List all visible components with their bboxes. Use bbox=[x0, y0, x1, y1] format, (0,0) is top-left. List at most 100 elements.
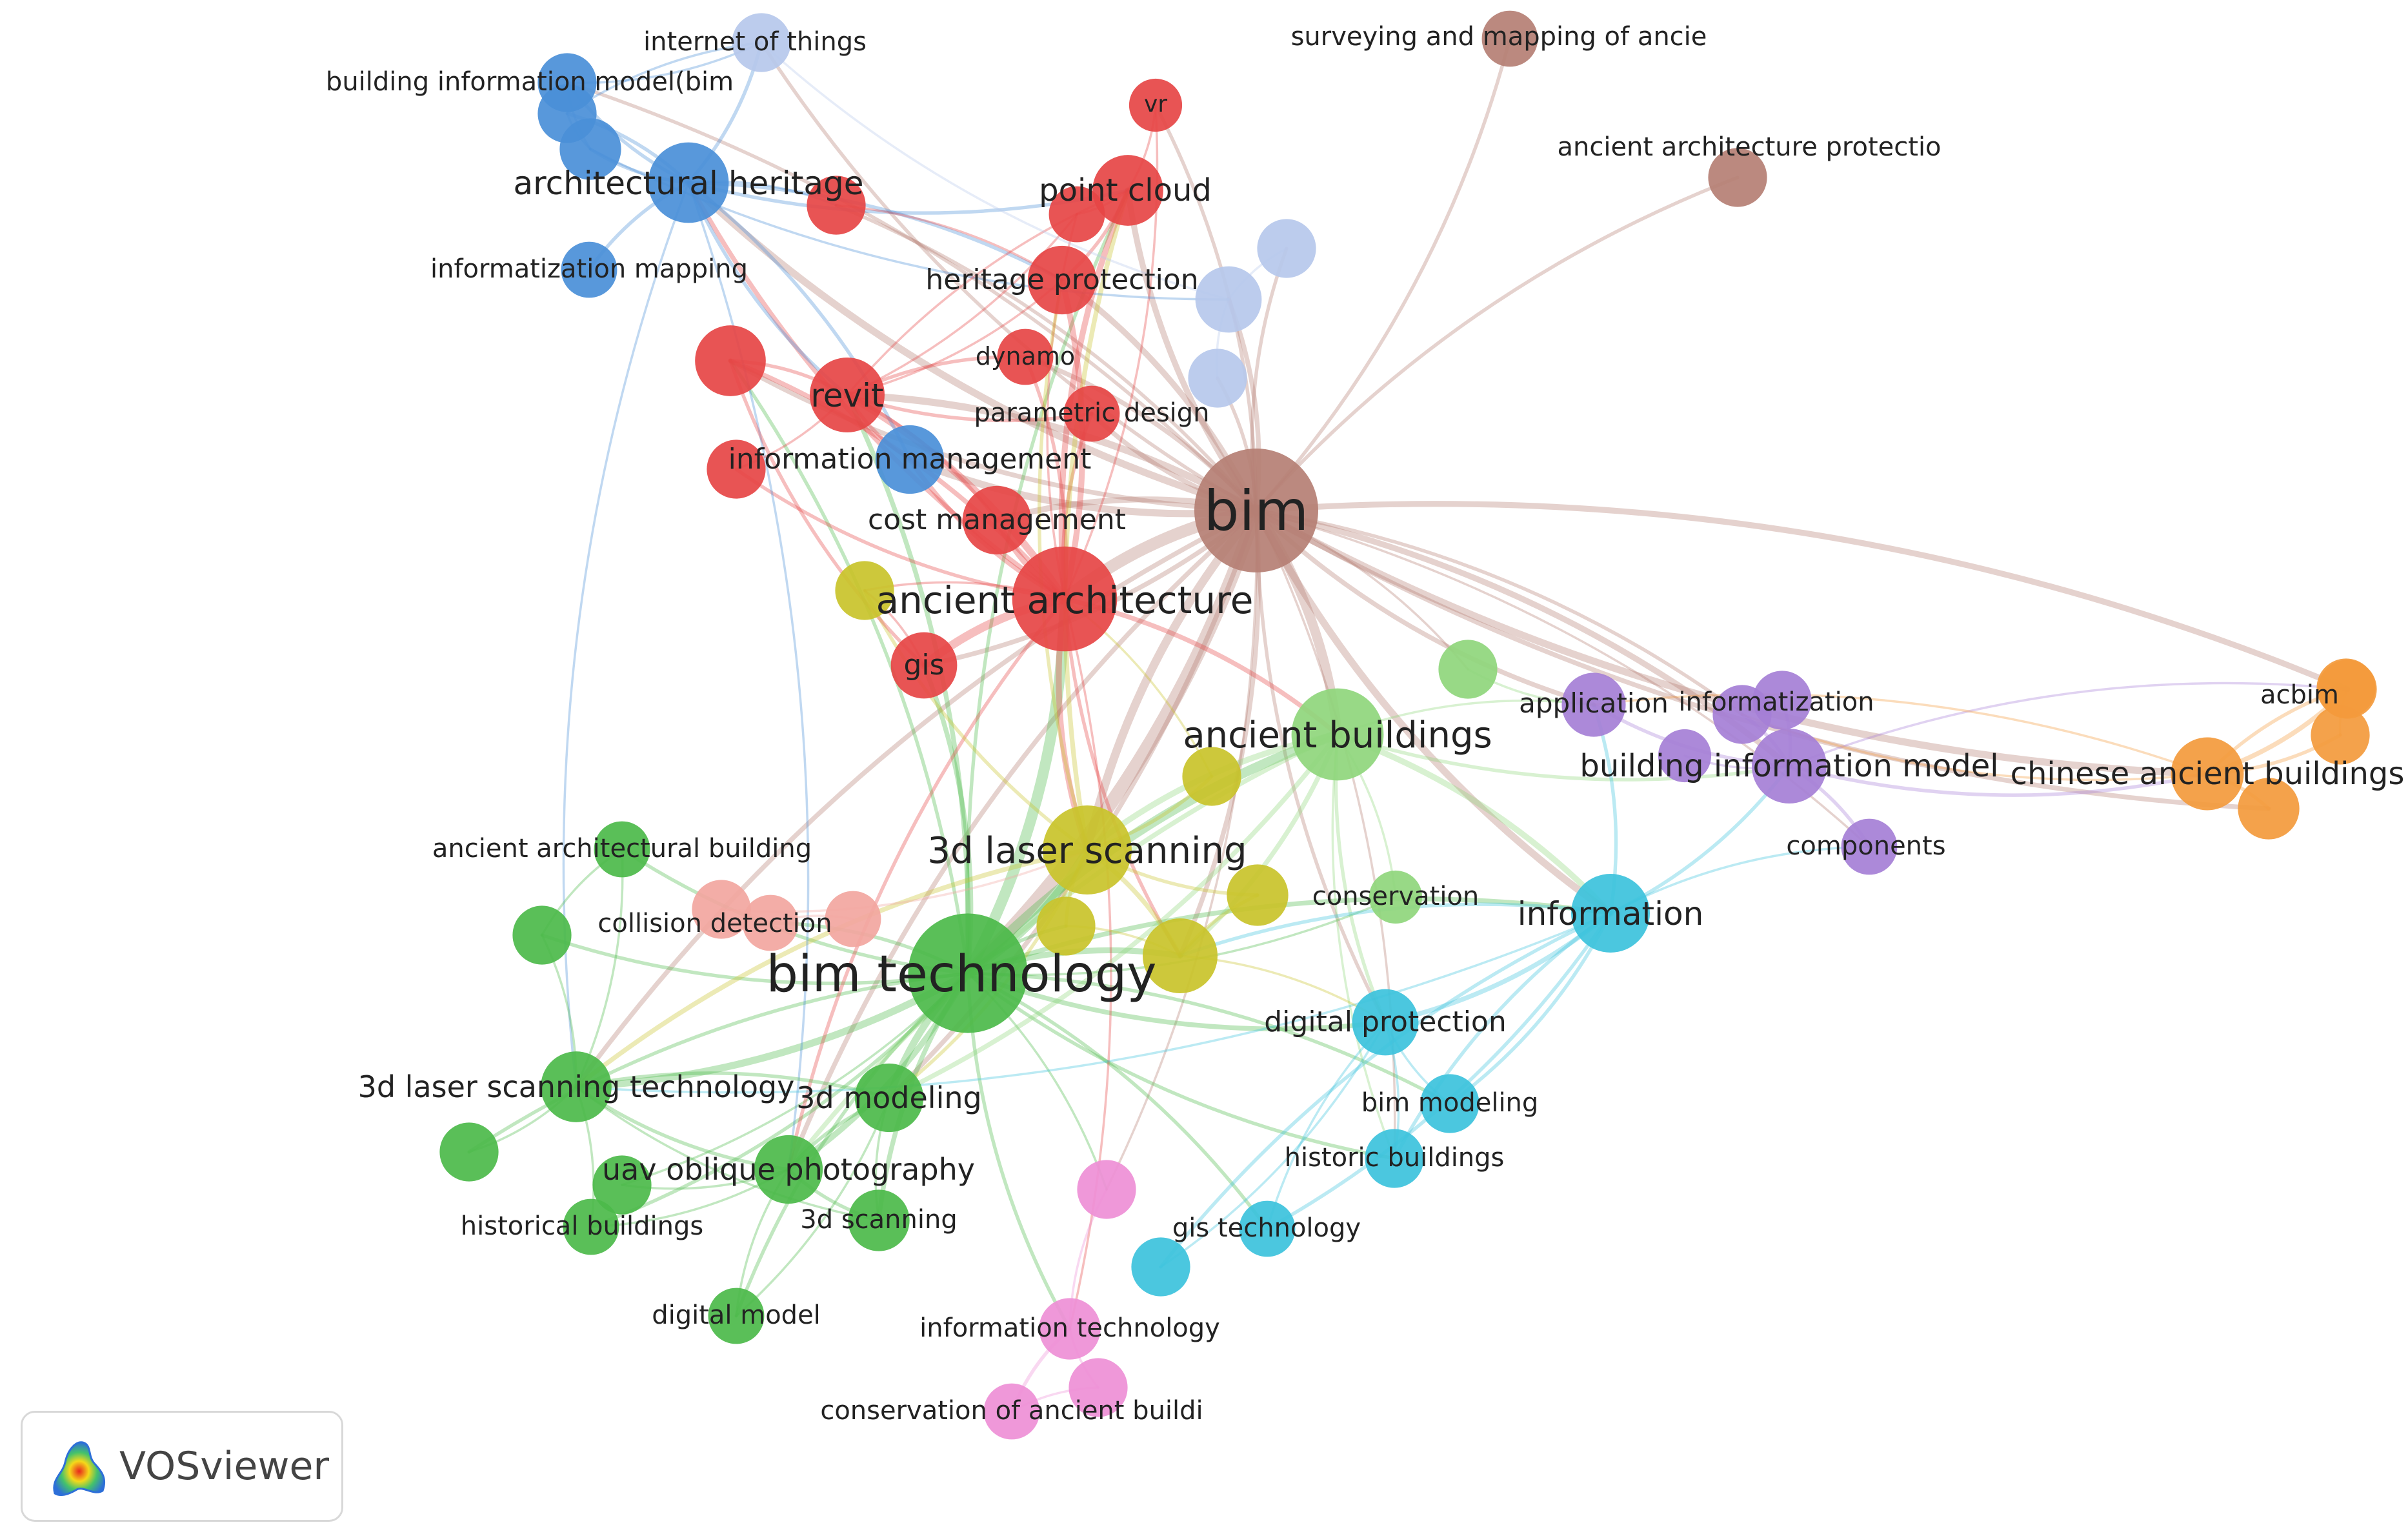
node-red2[interactable] bbox=[807, 176, 866, 235]
node-cost[interactable] bbox=[962, 485, 1032, 555]
node-gistech[interactable] bbox=[1239, 1200, 1296, 1257]
node-or1[interactable] bbox=[2316, 658, 2376, 718]
node-label-digmodel: digital model bbox=[652, 1300, 821, 1330]
node-red1[interactable] bbox=[695, 325, 766, 396]
node-yel3[interactable] bbox=[835, 561, 894, 620]
node-pcloud[interactable] bbox=[1092, 155, 1163, 226]
node-collision[interactable] bbox=[742, 894, 799, 951]
node-gr2[interactable] bbox=[439, 1122, 499, 1182]
node-lb1[interactable] bbox=[1195, 266, 1262, 333]
node-or3[interactable] bbox=[2238, 778, 2300, 840]
node-red3[interactable] bbox=[707, 440, 766, 499]
node-historic[interactable] bbox=[1365, 1129, 1424, 1188]
node-components[interactable] bbox=[1841, 818, 1898, 875]
node-yel4[interactable] bbox=[1227, 864, 1289, 926]
node-infotech[interactable] bbox=[1039, 1298, 1101, 1360]
link-archher-laser3dtech bbox=[562, 181, 690, 1088]
node-survey[interactable] bbox=[1481, 10, 1538, 67]
node-heritage[interactable] bbox=[1027, 245, 1097, 315]
node-modeling3d[interactable] bbox=[854, 1063, 924, 1133]
node-label-info: information bbox=[1518, 895, 1704, 933]
node-conservation[interactable] bbox=[1369, 870, 1423, 924]
link-archher-infomgmt bbox=[687, 181, 912, 461]
link-laser3dtech-scan3d bbox=[575, 1086, 880, 1222]
node-label-ancarchbuild: ancient architectural building bbox=[432, 834, 812, 864]
node-pur1[interactable] bbox=[1752, 671, 1812, 730]
node-or2[interactable] bbox=[2311, 705, 2370, 765]
node-lb3[interactable] bbox=[1188, 349, 1247, 408]
node-gis[interactable] bbox=[890, 632, 958, 699]
node-archher[interactable] bbox=[648, 142, 729, 223]
link-lb1-iot bbox=[760, 41, 1230, 301]
node-uav[interactable] bbox=[754, 1135, 823, 1204]
link-bim-bimbim bbox=[565, 81, 1258, 512]
node-ancarchbuild[interactable] bbox=[594, 821, 650, 878]
node-gr3[interactable] bbox=[592, 1155, 652, 1215]
node-ancarch[interactable] bbox=[1012, 546, 1118, 652]
node-bim[interactable] bbox=[1194, 449, 1318, 572]
node-digprot[interactable] bbox=[1352, 989, 1419, 1056]
node-lg1[interactable] bbox=[1438, 640, 1498, 699]
link-bimodel-chinese bbox=[1787, 764, 2209, 797]
node-vr[interactable] bbox=[1129, 78, 1183, 132]
link-bim-informatization bbox=[1254, 509, 1744, 716]
node-digmodel[interactable] bbox=[708, 1288, 765, 1344]
link-bim-yel1 bbox=[1178, 508, 1261, 958]
node-yel1[interactable] bbox=[1142, 918, 1218, 994]
node-label-survey: surveying and mapping of ancie bbox=[1291, 22, 1707, 52]
node-blue2[interactable] bbox=[559, 118, 621, 180]
node-label-modeling3d: 3d modeling bbox=[796, 1080, 981, 1115]
node-scan3d[interactable] bbox=[848, 1189, 910, 1251]
node-laser[interactable] bbox=[1043, 805, 1132, 894]
link-bimtech-gr1 bbox=[540, 933, 970, 985]
node-info[interactable] bbox=[1571, 874, 1650, 953]
node-application[interactable] bbox=[1561, 672, 1626, 737]
link-bimtech-digprot bbox=[965, 971, 1388, 1031]
node-iot[interactable] bbox=[732, 13, 791, 72]
node-label-pcloud: point cloud bbox=[1039, 172, 1212, 208]
node-param[interactable] bbox=[1063, 385, 1120, 442]
node-dynamo[interactable] bbox=[997, 328, 1054, 385]
node-pk2[interactable] bbox=[1069, 1358, 1128, 1417]
link-ancarch-infotech bbox=[1063, 598, 1112, 1330]
node-label-consanc: conservation of ancient buildi bbox=[820, 1396, 1203, 1426]
node-red4[interactable] bbox=[1048, 186, 1105, 243]
node-infomap[interactable] bbox=[561, 241, 617, 298]
node-ancbuild[interactable] bbox=[1291, 688, 1384, 781]
link-gis-red1 bbox=[728, 359, 926, 667]
node-lb2[interactable] bbox=[1257, 219, 1316, 278]
node-bimtech[interactable] bbox=[908, 913, 1028, 1033]
node-yel5[interactable] bbox=[1182, 747, 1241, 806]
node-label-application: application bbox=[1519, 687, 1669, 719]
node-sal2[interactable] bbox=[825, 891, 881, 947]
node-label-iot: internet of things bbox=[643, 27, 867, 57]
node-bimmodeling[interactable] bbox=[1420, 1074, 1480, 1133]
node-label-historic: historic buildings bbox=[1285, 1143, 1505, 1173]
node-bimodel[interactable] bbox=[1751, 728, 1827, 804]
node-revit[interactable] bbox=[809, 357, 885, 433]
node-pk1[interactable] bbox=[1077, 1160, 1136, 1219]
node-cy1[interactable] bbox=[1131, 1237, 1190, 1297]
link-bimtech-red1 bbox=[728, 359, 970, 975]
node-label-laser: 3d laser scanning bbox=[927, 830, 1247, 872]
node-yel2[interactable] bbox=[1036, 896, 1096, 956]
node-chinese[interactable] bbox=[2171, 737, 2244, 811]
node-label-ancbuild: ancient buildings bbox=[1183, 714, 1492, 756]
link-info-historic bbox=[1392, 911, 1612, 1160]
node-gr1[interactable] bbox=[512, 905, 572, 965]
link-laser3dtech-modeling3d bbox=[574, 1071, 891, 1100]
link-bim-iot bbox=[759, 41, 1258, 512]
node-infomgmt[interactable] bbox=[875, 425, 945, 494]
node-laser3dtech[interactable] bbox=[541, 1051, 612, 1122]
node-label-digprot: digital protection bbox=[1264, 1005, 1507, 1038]
link-bimtech-bimmodeling bbox=[966, 971, 1452, 1106]
link-bimodel-acbim bbox=[1788, 682, 2349, 767]
node-histbuild[interactable] bbox=[563, 1198, 619, 1255]
link-bimtech-histbuild bbox=[589, 971, 970, 1229]
node-ancprot[interactable] bbox=[1708, 148, 1767, 207]
node-pur2[interactable] bbox=[1658, 729, 1712, 783]
node-sal1[interactable] bbox=[692, 880, 751, 939]
node-consanc[interactable] bbox=[983, 1383, 1040, 1440]
link-info-laser3dtech bbox=[575, 912, 1612, 1094]
